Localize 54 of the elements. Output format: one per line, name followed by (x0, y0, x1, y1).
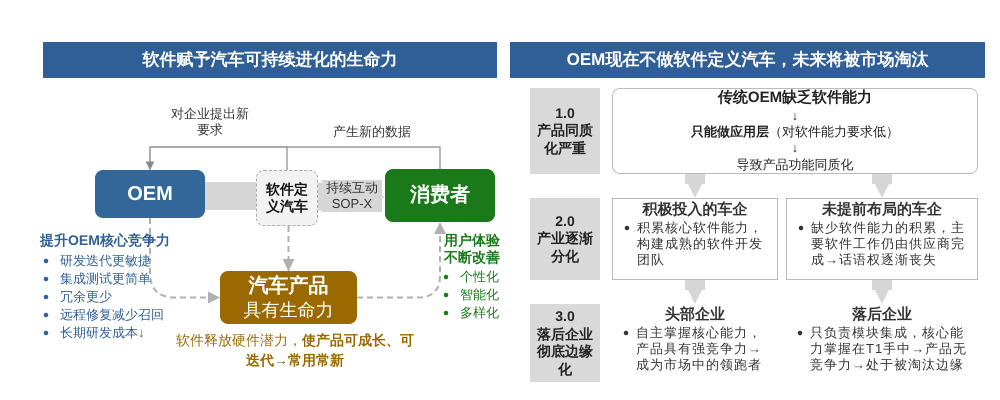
bullet-item: 研发迭代更敏捷 (42, 252, 151, 269)
block-title: 落后企业 (852, 306, 912, 325)
stage-number: 3.0 (555, 308, 575, 326)
process-box (385, 169, 495, 222)
bullet-item: 远程修复减少召回 (42, 306, 164, 323)
arrow (146, 146, 288, 170)
bullet-item: 智能化 (442, 286, 499, 303)
bullet-item: 冗余更少 (42, 288, 112, 305)
process-box (95, 170, 205, 218)
flow-arrow-text: ↓ (792, 140, 798, 157)
process-box (220, 271, 357, 324)
header-band (43, 42, 497, 78)
box-text: 导致产品功能同质化 (736, 156, 854, 173)
stage-text: 产业逐渐分化 (536, 230, 594, 266)
bullet-item: 集成测试更简单 (42, 270, 151, 287)
caption-text: 软件释放硬件潜力，使产品可成长、可迭代→常用常新 (175, 331, 415, 370)
box-subtitle: 具有生命力 (244, 298, 334, 322)
stage-number: 1.0 (555, 104, 575, 122)
section-heading: 提升OEM核心竞争力 (40, 232, 170, 249)
box-text: 软件定义汽车 (264, 180, 309, 216)
box-title: 积极投入的车企 (642, 201, 748, 220)
box-text: OEM (127, 182, 173, 206)
block-arrow (685, 280, 705, 304)
header-band (510, 42, 985, 78)
content-box (612, 88, 978, 174)
stage-text: 产品同质化严重 (536, 122, 594, 158)
block-arrow (685, 174, 705, 198)
stage-box (530, 88, 600, 174)
stage-text: 落后企业彻底边缘化 (536, 326, 594, 378)
flow-arrow-text: ↓ (792, 108, 798, 124)
box-text: 只能做应用层（对软件能力要求低） (691, 124, 899, 140)
stage-number: 2.0 (555, 212, 575, 230)
header-text: 软件赋予汽车可持续进化的生命力 (142, 49, 398, 71)
stage-box (530, 198, 600, 280)
dashed-arrow (357, 222, 446, 298)
box-text: 传统OEM缺乏软件能力 (718, 89, 872, 108)
block-arrow (872, 174, 892, 198)
bullet-item: 长期研发成本↓ (42, 324, 144, 341)
block-title: 头部企业 (665, 306, 725, 325)
content-box (612, 198, 778, 280)
section-heading: 用户体验不断改善 (444, 232, 501, 266)
box-text: 消费者 (410, 183, 470, 208)
edge-label: 持续互动 SOP-X (322, 180, 382, 212)
box-title: 汽车产品 (248, 274, 328, 299)
content-box (786, 198, 978, 280)
dashed-box (256, 170, 318, 226)
dashed-arrow (282, 226, 294, 271)
dashed-arrow (149, 218, 220, 304)
bullet-item: 个性化 (442, 268, 499, 285)
bullet-item: 多样化 (442, 304, 499, 321)
box-title: 未提前布局的车企 (822, 201, 942, 220)
stage-box (530, 304, 600, 382)
header-text: OEM现在不做软件定义汽车，未来将被市场淘汰 (566, 49, 928, 71)
block-arrow (872, 280, 892, 304)
